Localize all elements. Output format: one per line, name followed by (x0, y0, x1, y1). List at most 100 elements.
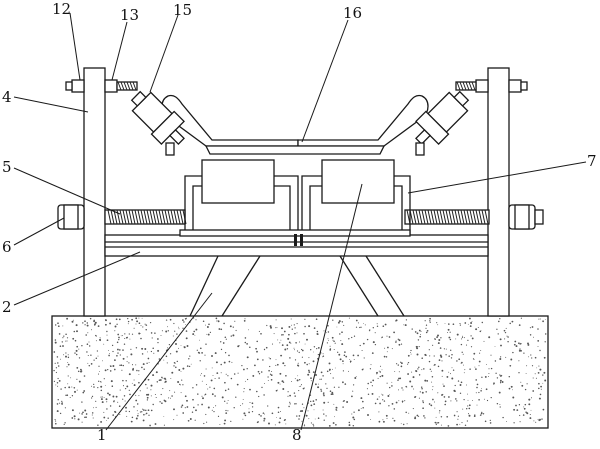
ground-speckle (385, 414, 388, 417)
ground-speckle (209, 331, 212, 334)
ground-speckle (86, 324, 89, 327)
ground-speckle (228, 354, 230, 357)
ground-speckle (147, 409, 150, 412)
thread-mark (129, 81, 134, 91)
left-cylinder-rod (168, 128, 185, 145)
ground-speckle (169, 318, 172, 321)
ground-speckle (374, 343, 377, 346)
ground-speckle (342, 370, 345, 372)
ground-speckle (344, 383, 347, 385)
ground-speckle (376, 325, 379, 327)
ground-speckle (185, 330, 188, 332)
ground-speckle (111, 385, 114, 387)
ground-speckle (440, 337, 442, 339)
ground-outline (51, 315, 549, 429)
ground-speckle (75, 324, 78, 327)
right-bolt-threads (456, 81, 476, 91)
ground-speckle (298, 341, 301, 343)
ground-speckle (276, 363, 279, 366)
ground-speckle (320, 388, 322, 391)
right-post (487, 67, 510, 317)
ground-speckle (352, 416, 355, 419)
ground-speckle (410, 349, 412, 352)
ground-speckle (267, 405, 269, 407)
center-pin-right (300, 234, 303, 246)
ground-speckle (92, 407, 94, 409)
ground-speckle (136, 414, 139, 417)
ground-speckle (481, 376, 483, 379)
ground-speckle (269, 373, 272, 375)
ground-speckle (395, 363, 398, 365)
ground-speckle (404, 400, 406, 402)
ground-speckle (85, 416, 87, 418)
ground-speckle (451, 367, 453, 369)
ground-speckle (469, 325, 472, 328)
ground-speckle (220, 372, 222, 374)
ground-speckle (459, 323, 461, 325)
ground-speckle (135, 417, 138, 420)
ground-speckle (486, 399, 489, 402)
ground-speckle (86, 343, 89, 345)
ground-speckle (406, 423, 408, 425)
ground-speckle (539, 368, 542, 371)
ground-speckle (164, 381, 166, 383)
ground-speckle (85, 413, 88, 415)
ground-speckle (294, 378, 296, 380)
ground-speckle (136, 403, 139, 405)
ground-speckle (329, 348, 332, 350)
ground-speckle (440, 424, 442, 426)
ground-speckle (97, 355, 99, 357)
ground-speckle (402, 423, 405, 426)
ground-speckle (101, 401, 104, 404)
ground-speckle (197, 404, 199, 406)
ground-speckle (313, 327, 316, 329)
ground-speckle (315, 374, 317, 376)
ground-speckle (315, 399, 317, 401)
ground-speckle (154, 332, 156, 334)
thread-mark (117, 81, 122, 91)
ground-speckle (100, 420, 103, 423)
left-bolt-head (71, 79, 85, 93)
ground-speckle (296, 415, 298, 417)
ground-speckle (136, 320, 139, 323)
ground-speckle (484, 375, 487, 378)
ground-speckle (225, 409, 227, 412)
ground-speckle (61, 403, 63, 405)
ground-speckle (81, 345, 83, 347)
ground-speckle (227, 400, 229, 401)
ground-speckle (499, 404, 501, 405)
label-5: 5 (2, 158, 12, 176)
ground-speckle (421, 369, 423, 371)
ground-speckle (512, 389, 513, 391)
ground-speckle (461, 351, 463, 353)
ground-speckle (57, 377, 59, 380)
ground-speckle (106, 401, 108, 403)
ground-speckle (142, 419, 145, 422)
ground-speckle (171, 371, 174, 374)
ground-speckle (174, 330, 176, 332)
ground-speckle (291, 328, 293, 330)
ground-speckle (55, 324, 57, 326)
ground-speckle (271, 343, 274, 345)
ground-speckle (162, 377, 164, 379)
ground-speckle (542, 382, 544, 384)
ground-speckle (251, 410, 254, 413)
ground-speckle (288, 325, 291, 328)
ground-speckle (149, 424, 151, 427)
ground-speckle (182, 319, 184, 321)
ground-speckle (150, 389, 152, 391)
ground-speckle (67, 363, 70, 366)
ground-speckle (420, 386, 423, 388)
ground-speckle (527, 342, 529, 345)
ground-speckle (416, 353, 419, 356)
thread-mark (430, 209, 435, 225)
ground-speckle (145, 409, 147, 412)
ground-speckle (90, 363, 93, 365)
ground-speckle (480, 390, 482, 392)
ground-speckle (332, 368, 333, 370)
left-side-nut-face (63, 204, 79, 230)
ground-speckle (461, 338, 463, 340)
ground-speckle (349, 358, 351, 360)
ground-speckle (467, 339, 469, 342)
ground-speckle (362, 400, 364, 403)
